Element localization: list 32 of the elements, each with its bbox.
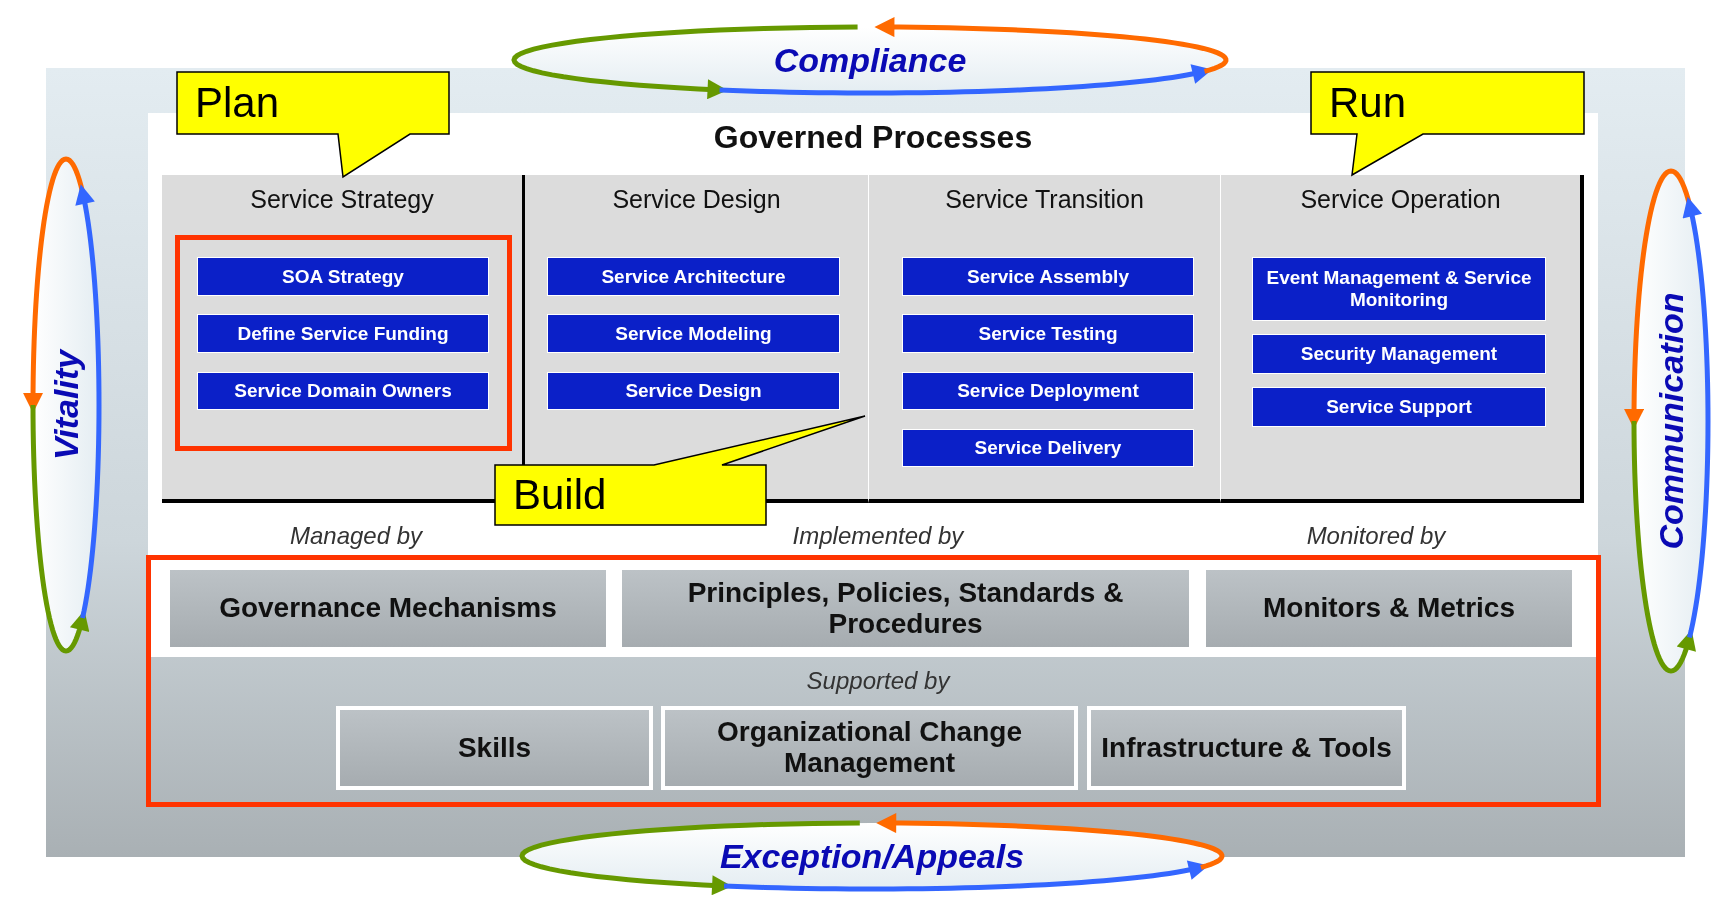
column-heading: Service Strategy [249,185,435,214]
process-item: Service Deployment [902,372,1194,410]
process-item: Service Modeling [547,314,840,353]
process-item: Service Domain Owners [197,372,489,410]
panel-title: Governed Processes [712,119,1034,156]
process-item: Service Delivery [902,429,1194,467]
process-item: Security Management [1252,334,1546,374]
column-heading: Service Design [611,185,782,214]
relation-label: Supported by [805,667,952,695]
relation-label: Implemented by [791,522,966,550]
callout-box: Build [495,416,865,525]
process-item: Service Support [1252,387,1546,427]
process-item: Service Design [547,372,840,410]
process-item: Service Architecture [547,257,840,296]
callout-box: Plan [177,72,449,177]
process-item: Define Service Funding [197,314,489,353]
practice-box: Organizational Change Management [661,706,1078,790]
process-column [1220,175,1584,503]
process-column [868,175,1220,503]
practice-box: Infrastructure & Tools [1087,706,1406,790]
process-item: SOA Strategy [197,257,489,296]
relation-label: Monitored by [1305,522,1448,550]
outline-box [146,555,1601,807]
process-item: Service Testing [902,314,1194,353]
callout-box: Run [1311,72,1584,175]
process-item: Event Management & Service Monitoring [1252,257,1546,321]
outline-box [175,235,512,451]
column-heading: Service Operation [1299,185,1502,214]
column-heading: Service Transition [944,185,1145,214]
process-item: Service Assembly [902,257,1194,296]
relation-label: Managed by [288,522,424,550]
practice-box: Skills [336,706,653,790]
